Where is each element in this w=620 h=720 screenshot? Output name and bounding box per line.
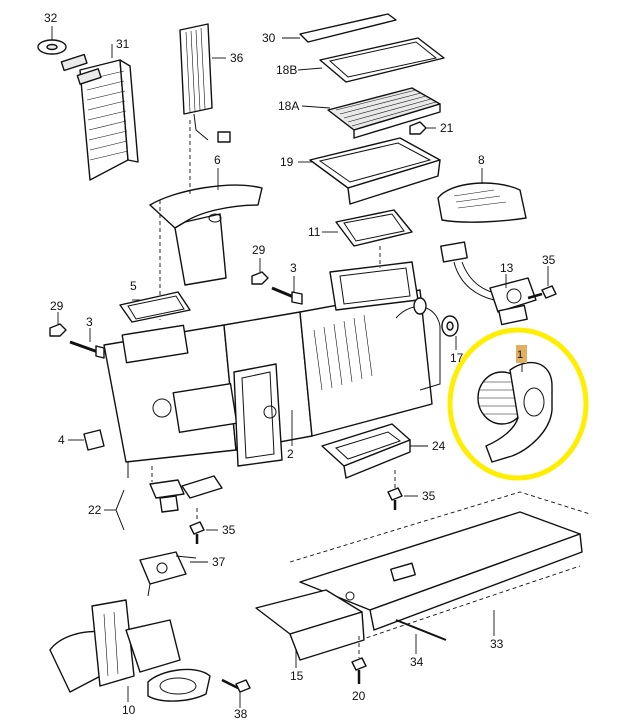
- callout-2: 2: [287, 447, 294, 461]
- callout-10: 10: [122, 703, 136, 717]
- yellow-highlight-circle: [447, 327, 589, 481]
- part-38-screw: [221, 678, 251, 708]
- part-8-blower-guard: [437, 168, 527, 223]
- callout-17: 17: [450, 351, 464, 365]
- callout-18B: 18B: [276, 63, 297, 77]
- callout-35-middle: 35: [422, 489, 436, 503]
- callout-4: 4: [58, 433, 65, 447]
- callout-22: 22: [88, 503, 102, 517]
- part-1-blower-motor: [477, 361, 553, 463]
- callout-6: 6: [214, 153, 221, 167]
- part-11-gasket: [322, 209, 413, 247]
- callout-20: 20: [352, 689, 366, 703]
- callout-13: 13: [500, 261, 514, 275]
- callout-11: 11: [308, 225, 321, 239]
- callout-3-left: 3: [86, 315, 93, 329]
- callout-29-centre: 29: [252, 243, 266, 257]
- part-33-cross-member: [289, 491, 591, 641]
- part-29-nut-centre: [251, 258, 269, 285]
- part-30-seal-strip: [282, 13, 397, 43]
- part-24-cover: [321, 423, 428, 479]
- part-31-heater-core: [60, 44, 139, 181]
- part-17-grommet: [441, 315, 459, 350]
- part-37-connector: [139, 551, 208, 597]
- part-36-evaporator: [179, 23, 231, 143]
- callout-36: 36: [230, 51, 244, 65]
- part-21-nut: [409, 121, 436, 135]
- part-20-screw: [351, 636, 367, 684]
- callout-21: 21: [440, 121, 454, 135]
- callout-37: 37: [212, 555, 226, 569]
- part-34-cable-tie: [395, 619, 447, 654]
- part-5-gasket: [119, 291, 191, 323]
- part-3-bolt-left: [69, 328, 105, 359]
- part-13-control-module: [440, 241, 537, 326]
- callout-35-left: 35: [222, 523, 236, 537]
- part-22-bracket-group: [104, 475, 223, 531]
- part-6-air-duct: [149, 120, 263, 320]
- callout-31: 31: [116, 37, 130, 51]
- callout-1-badge: [516, 345, 527, 363]
- callout-24: 24: [432, 439, 446, 453]
- callout-3-centre: 3: [290, 261, 297, 275]
- callout-38: 38: [234, 707, 248, 720]
- part-4-clip: [68, 429, 105, 451]
- part-10-air-duct: [49, 599, 211, 702]
- part-18A-pollen-filter: [301, 87, 441, 139]
- part-3-bolt-centre: [271, 276, 303, 305]
- callout-19: 19: [280, 155, 294, 169]
- callout-labels: 32 31 36 6 30 18B 18A 21 19 8 11 29 3 5 …: [44, 11, 556, 720]
- callout-33: 33: [490, 637, 504, 651]
- part-35-screw-left: [189, 508, 218, 544]
- callout-8: 8: [478, 153, 485, 167]
- part-15-floor-bracket: [255, 589, 365, 668]
- part-19-housing-cover: [298, 137, 441, 205]
- callout-30: 30: [262, 31, 276, 45]
- part-35-screw-middle: [387, 470, 418, 510]
- callout-35-upper: 35: [542, 253, 556, 267]
- callout-29-left: 29: [50, 299, 64, 313]
- part-18B-filter-frame: [297, 37, 445, 83]
- callout-32: 32: [44, 11, 58, 25]
- callout-18A: 18A: [278, 99, 299, 113]
- part-32-grommet: [37, 26, 67, 55]
- callout-15: 15: [290, 669, 304, 683]
- callout-34: 34: [410, 655, 424, 669]
- callout-5: 5: [130, 279, 137, 293]
- callout-1: 1: [517, 349, 523, 361]
- part-29-nut-left: [49, 312, 67, 337]
- part-35-screw-upper: [527, 266, 557, 300]
- part-2-heater-housing: [103, 246, 441, 482]
